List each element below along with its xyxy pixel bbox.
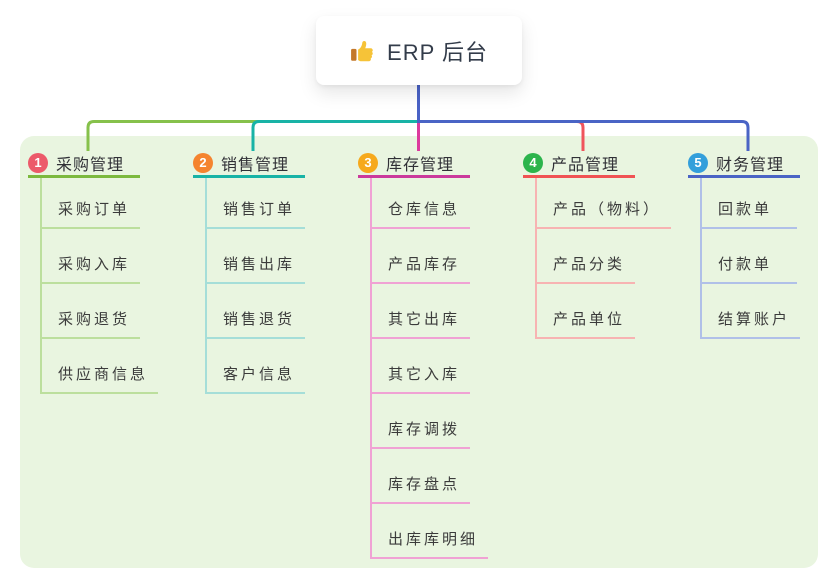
branch-4: 4 产品管理产品（物料）产品分类产品单位 xyxy=(523,150,672,339)
mindmap-node[interactable]: 销售订单 xyxy=(207,178,306,229)
mindmap-node[interactable]: 销售出库 xyxy=(207,229,306,284)
branch-label: 产品管理 xyxy=(551,156,620,174)
thumbs-up-icon xyxy=(350,38,376,64)
branch-children: 回款单付款单结算账户 xyxy=(700,178,801,339)
branch-label: 财务管理 xyxy=(716,156,785,174)
branches-panel: 1 采购管理采购订单采购入库采购退货供应商信息 2 销售管理销售订单销售出库销售退货客… xyxy=(20,136,818,568)
branch-number-badge: 2 xyxy=(193,152,213,173)
branch-5: 5 财务管理回款单付款单结算账户 xyxy=(688,150,801,339)
mindmap-node[interactable]: 产品分类 xyxy=(537,229,636,284)
branch-number-badge: 1 xyxy=(28,152,48,173)
branch-label: 销售管理 xyxy=(221,156,290,174)
mindmap-node[interactable]: 产品（物料） xyxy=(537,178,672,229)
branch-3: 3 库存管理仓库信息产品库存其它出库其它入库库存调拨库存盘点出库库明细 xyxy=(358,150,489,559)
mindmap-node[interactable]: 结算账户 xyxy=(702,284,801,339)
branch-children: 产品（物料）产品分类产品单位 xyxy=(535,178,672,339)
branch-topic[interactable]: 2 销售管理 xyxy=(193,150,305,178)
mindmap-node[interactable]: 产品库存 xyxy=(372,229,471,284)
mindmap-node[interactable]: 仓库信息 xyxy=(372,178,471,229)
mindmap-node[interactable]: 回款单 xyxy=(702,178,797,229)
branch-2: 2 销售管理销售订单销售出库销售退货客户信息 xyxy=(193,150,306,394)
root-label: ERP 后台 xyxy=(387,39,488,65)
mindmap-node[interactable]: 库存调拨 xyxy=(372,394,471,449)
branch-topic[interactable]: 5 财务管理 xyxy=(688,150,800,178)
mindmap-node[interactable]: 出库库明细 xyxy=(372,504,489,559)
mindmap-node[interactable]: 产品单位 xyxy=(537,284,636,339)
mindmap-node[interactable]: 库存盘点 xyxy=(372,449,471,504)
mindmap-node[interactable]: 采购订单 xyxy=(42,178,141,229)
branch-label: 库存管理 xyxy=(386,156,455,174)
branch-1: 1 采购管理采购订单采购入库采购退货供应商信息 xyxy=(28,150,159,394)
root-node[interactable]: ERP 后台 xyxy=(316,16,522,85)
branch-children: 采购订单采购入库采购退货供应商信息 xyxy=(40,178,159,394)
branch-number-badge: 3 xyxy=(358,152,378,173)
branch-children: 仓库信息产品库存其它出库其它入库库存调拨库存盘点出库库明细 xyxy=(370,178,489,559)
mindmap-node[interactable]: 客户信息 xyxy=(207,339,306,394)
branch-topic[interactable]: 1 采购管理 xyxy=(28,150,140,178)
branch-topic[interactable]: 3 库存管理 xyxy=(358,150,470,178)
mindmap-node[interactable]: 付款单 xyxy=(702,229,797,284)
branch-number-badge: 4 xyxy=(523,152,543,173)
branch-topic[interactable]: 4 产品管理 xyxy=(523,150,635,178)
mindmap-node[interactable]: 其它出库 xyxy=(372,284,471,339)
mindmap-node[interactable]: 采购入库 xyxy=(42,229,141,284)
branch-number-badge: 5 xyxy=(688,152,708,173)
mindmap-node[interactable]: 其它入库 xyxy=(372,339,471,394)
mindmap-node[interactable]: 采购退货 xyxy=(42,284,141,339)
mindmap-node[interactable]: 销售退货 xyxy=(207,284,306,339)
mindmap-node[interactable]: 供应商信息 xyxy=(42,339,159,394)
branch-label: 采购管理 xyxy=(56,156,125,174)
branch-children: 销售订单销售出库销售退货客户信息 xyxy=(205,178,306,394)
